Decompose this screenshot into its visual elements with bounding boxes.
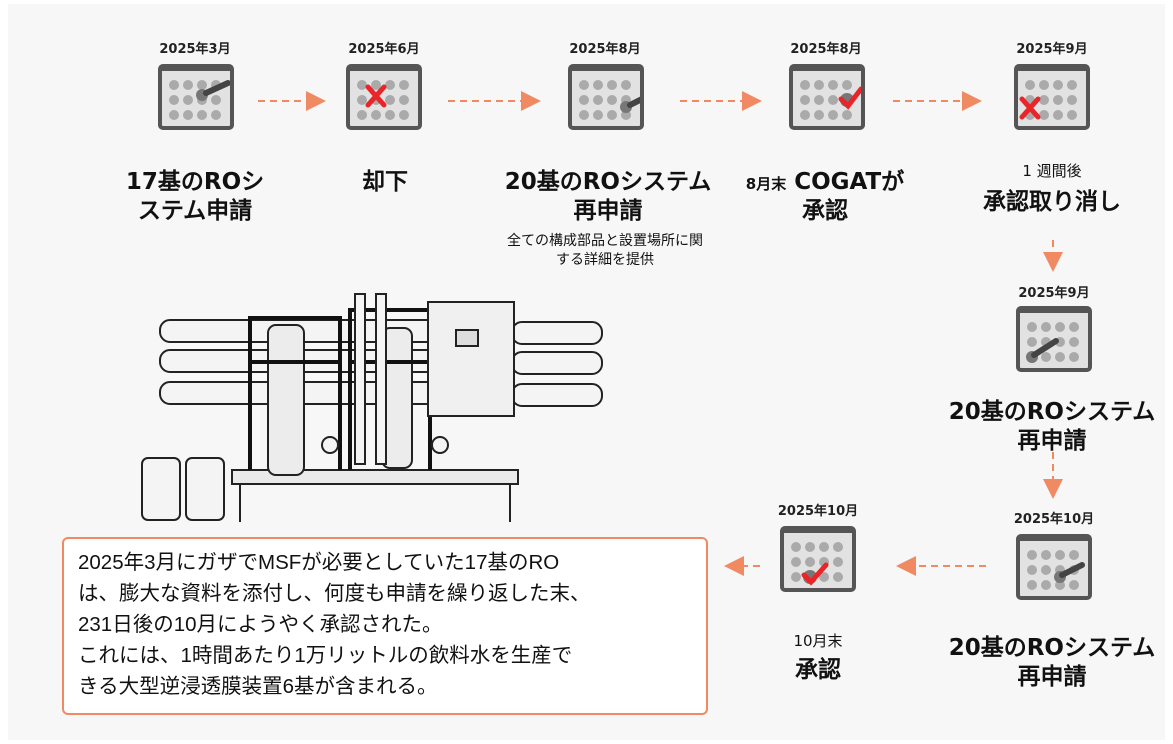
summary-line: は、膨大な資料を添付し、何度も申請を繰り返した末、: [78, 582, 591, 605]
step-date: 2025年8月: [569, 42, 641, 57]
summary-line: 2025年3月にガザでMSFが必要としていた17基のRO: [78, 551, 560, 574]
calendar-cross-icon: [346, 64, 422, 130]
calendar-cross-icon: [1014, 64, 1090, 130]
step-title: 17基のROシステム申請: [125, 169, 265, 224]
step-detail: 全ての構成部品と設置場所に関する詳細を提供: [507, 233, 703, 268]
summary-line: きる大型逆浸透膜装置6基が含まれる。: [78, 675, 438, 698]
calendar-pen-icon: [568, 64, 644, 130]
step-date: 2025年9月: [1018, 286, 1090, 301]
step-date: 2025年9月: [1016, 42, 1088, 57]
step-title: 20基のROシステム再申請: [504, 169, 712, 224]
calendar-pen-icon: [158, 64, 234, 130]
step-title: 却下: [362, 169, 408, 195]
calendar-check-icon: [789, 64, 865, 130]
step-date: 2025年10月: [1013, 512, 1095, 527]
summary-line: これには、1時間あたり1万リットルの飲料水を生産で: [78, 644, 573, 667]
ro-system-illustration: [141, 293, 603, 522]
step-title: 8月末 COGATが 承認: [745, 169, 905, 224]
step-note: 1 週間後: [1022, 162, 1082, 180]
step-date: 2025年3月: [159, 42, 231, 57]
summary-note: 2025年3月にガザでMSFが必要としていた17基のRO は、膨大な資料を添付し…: [62, 537, 708, 715]
calendar-pen-icon: [1016, 306, 1092, 372]
calendar-pen-icon: [1016, 534, 1092, 600]
step-title: 承認取り消し: [983, 189, 1121, 215]
step-title: 承認: [795, 657, 841, 683]
step-note: 10月末: [793, 632, 843, 650]
step-title: 20基のROシステム再申請: [948, 399, 1156, 454]
summary-line: 231日後の10月にようやく承認された。: [78, 613, 443, 636]
step-title: 20基のROシステム再申請: [948, 635, 1156, 690]
calendar-check-icon: [780, 526, 856, 592]
step-date: 2025年10月: [777, 504, 859, 519]
step-date: 2025年8月: [790, 42, 862, 57]
step-date: 2025年6月: [348, 42, 420, 57]
